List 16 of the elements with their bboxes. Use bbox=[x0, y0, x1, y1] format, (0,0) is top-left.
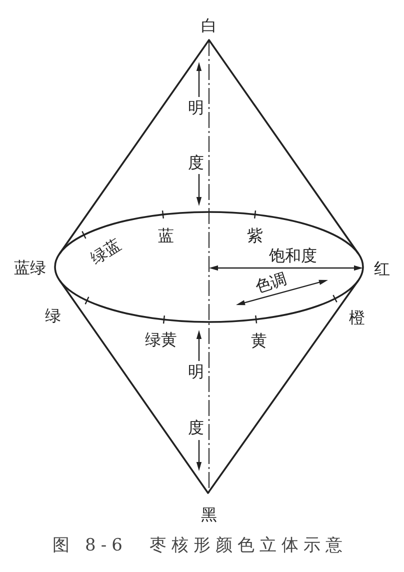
hue-label: 紫 bbox=[247, 228, 263, 244]
hue-label: 蓝绿 bbox=[14, 260, 46, 276]
axis-label: 明度 bbox=[188, 100, 204, 171]
hue-label: 绿 bbox=[45, 308, 61, 324]
hue-label: 绿蓝 bbox=[88, 236, 124, 268]
arrow-label: 色调 bbox=[253, 270, 289, 296]
hue-label: 绿黄 bbox=[145, 332, 177, 348]
axis-label: 明度 bbox=[188, 364, 204, 436]
figure-caption: 图 8-6 枣核形颜色立体示意 bbox=[52, 538, 348, 554]
vertex-label: 白 bbox=[201, 18, 217, 34]
vertex-label: 黑 bbox=[201, 507, 217, 523]
hue-label: 黄 bbox=[251, 333, 267, 349]
hue-label: 蓝 bbox=[158, 228, 174, 244]
dimension-label: 饱和度 bbox=[269, 248, 317, 264]
hue-label: 橙 bbox=[349, 310, 365, 326]
hue-label: 红 bbox=[374, 261, 390, 277]
